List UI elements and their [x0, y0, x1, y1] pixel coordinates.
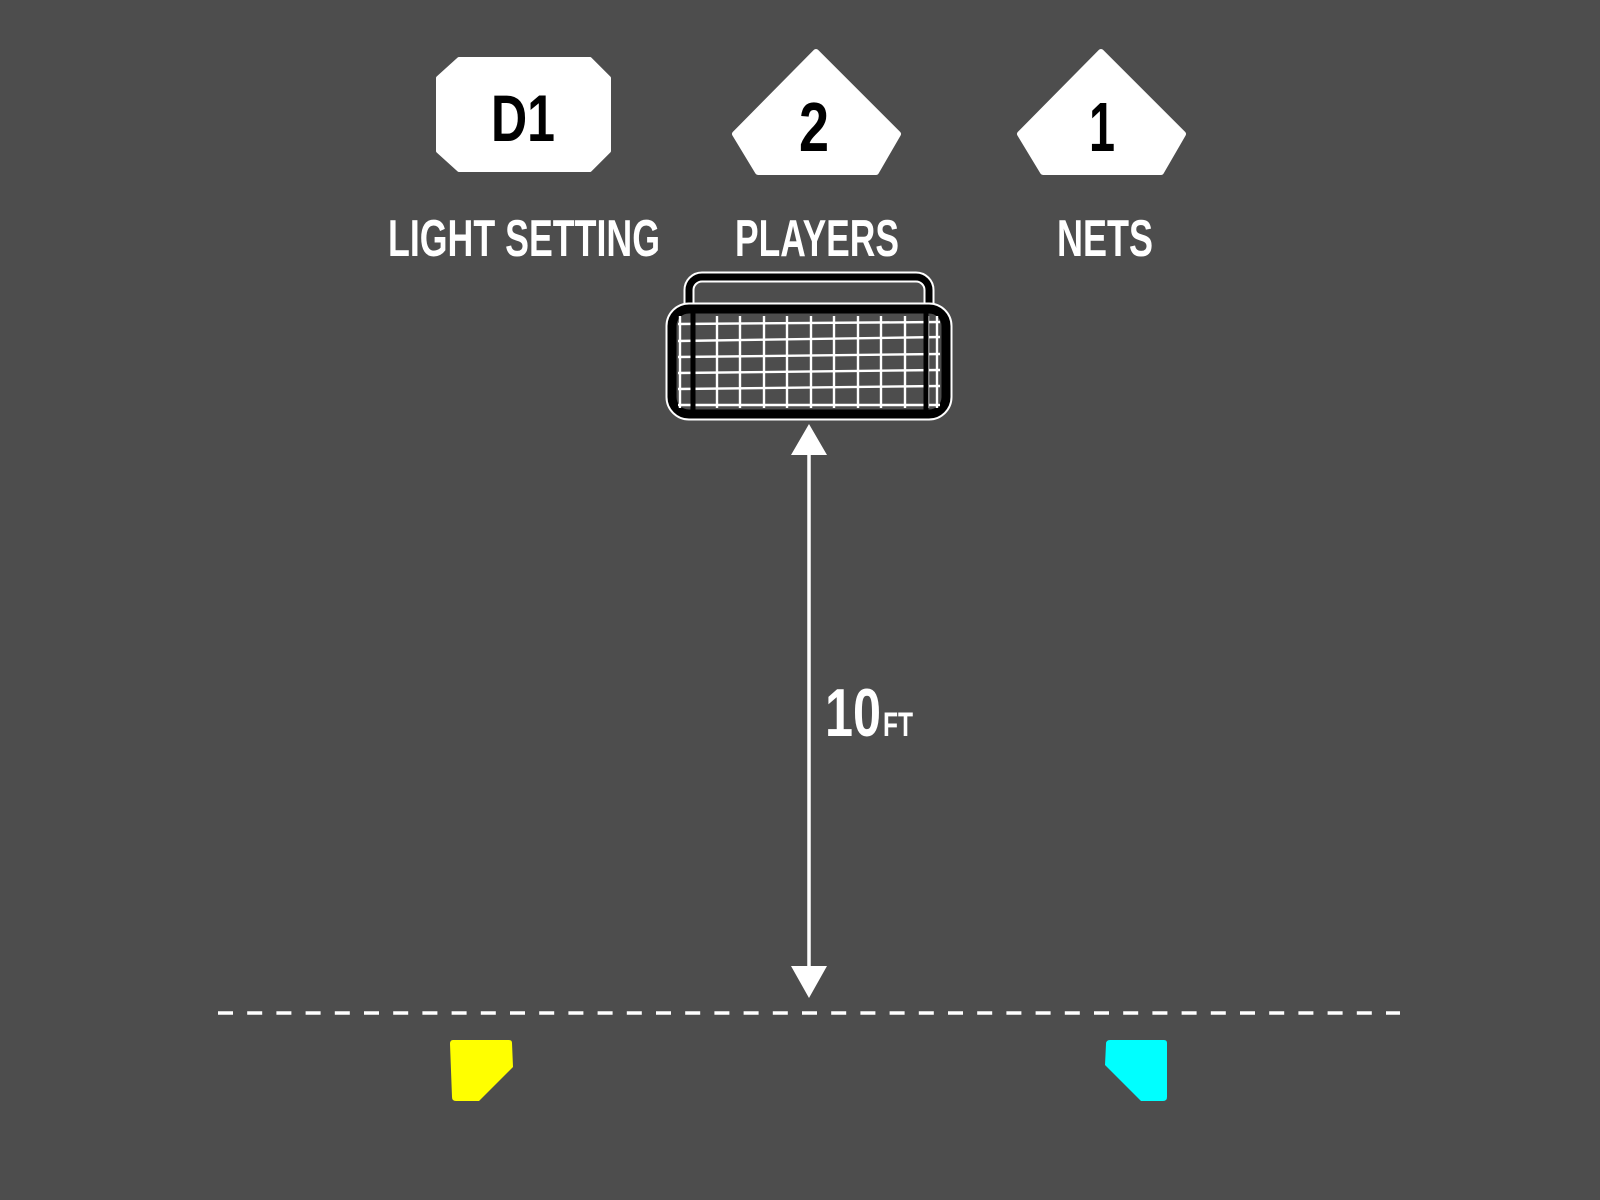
net-mesh — [677, 316, 941, 408]
double-headed-vertical-arrow-icon — [791, 424, 827, 998]
badge-nets: 1 — [1017, 49, 1186, 175]
badge-players-value: 2 — [799, 88, 829, 166]
yellow-marker-icon — [450, 1040, 513, 1101]
badge-players: 2 — [732, 49, 901, 175]
pentagon-badge-icon — [732, 49, 901, 175]
pentagon-badge-icon — [1017, 49, 1186, 175]
label-players: PLAYERS — [735, 210, 899, 268]
badge-light-setting: D1 — [436, 57, 611, 172]
badge-nets-value: 1 — [1089, 88, 1115, 166]
cyan-marker-icon — [1105, 1040, 1167, 1101]
distance-unit: FT — [883, 706, 913, 744]
badge-light-setting-value: D1 — [491, 81, 555, 155]
distance-label: 10 FT — [825, 675, 913, 751]
label-light-setting: LIGHT SETTING — [388, 210, 660, 268]
soccer-net-icon — [665, 271, 953, 421]
distance-value: 10 — [825, 675, 881, 751]
label-nets: NETS — [1057, 210, 1153, 268]
octagon-badge-icon — [436, 57, 611, 172]
